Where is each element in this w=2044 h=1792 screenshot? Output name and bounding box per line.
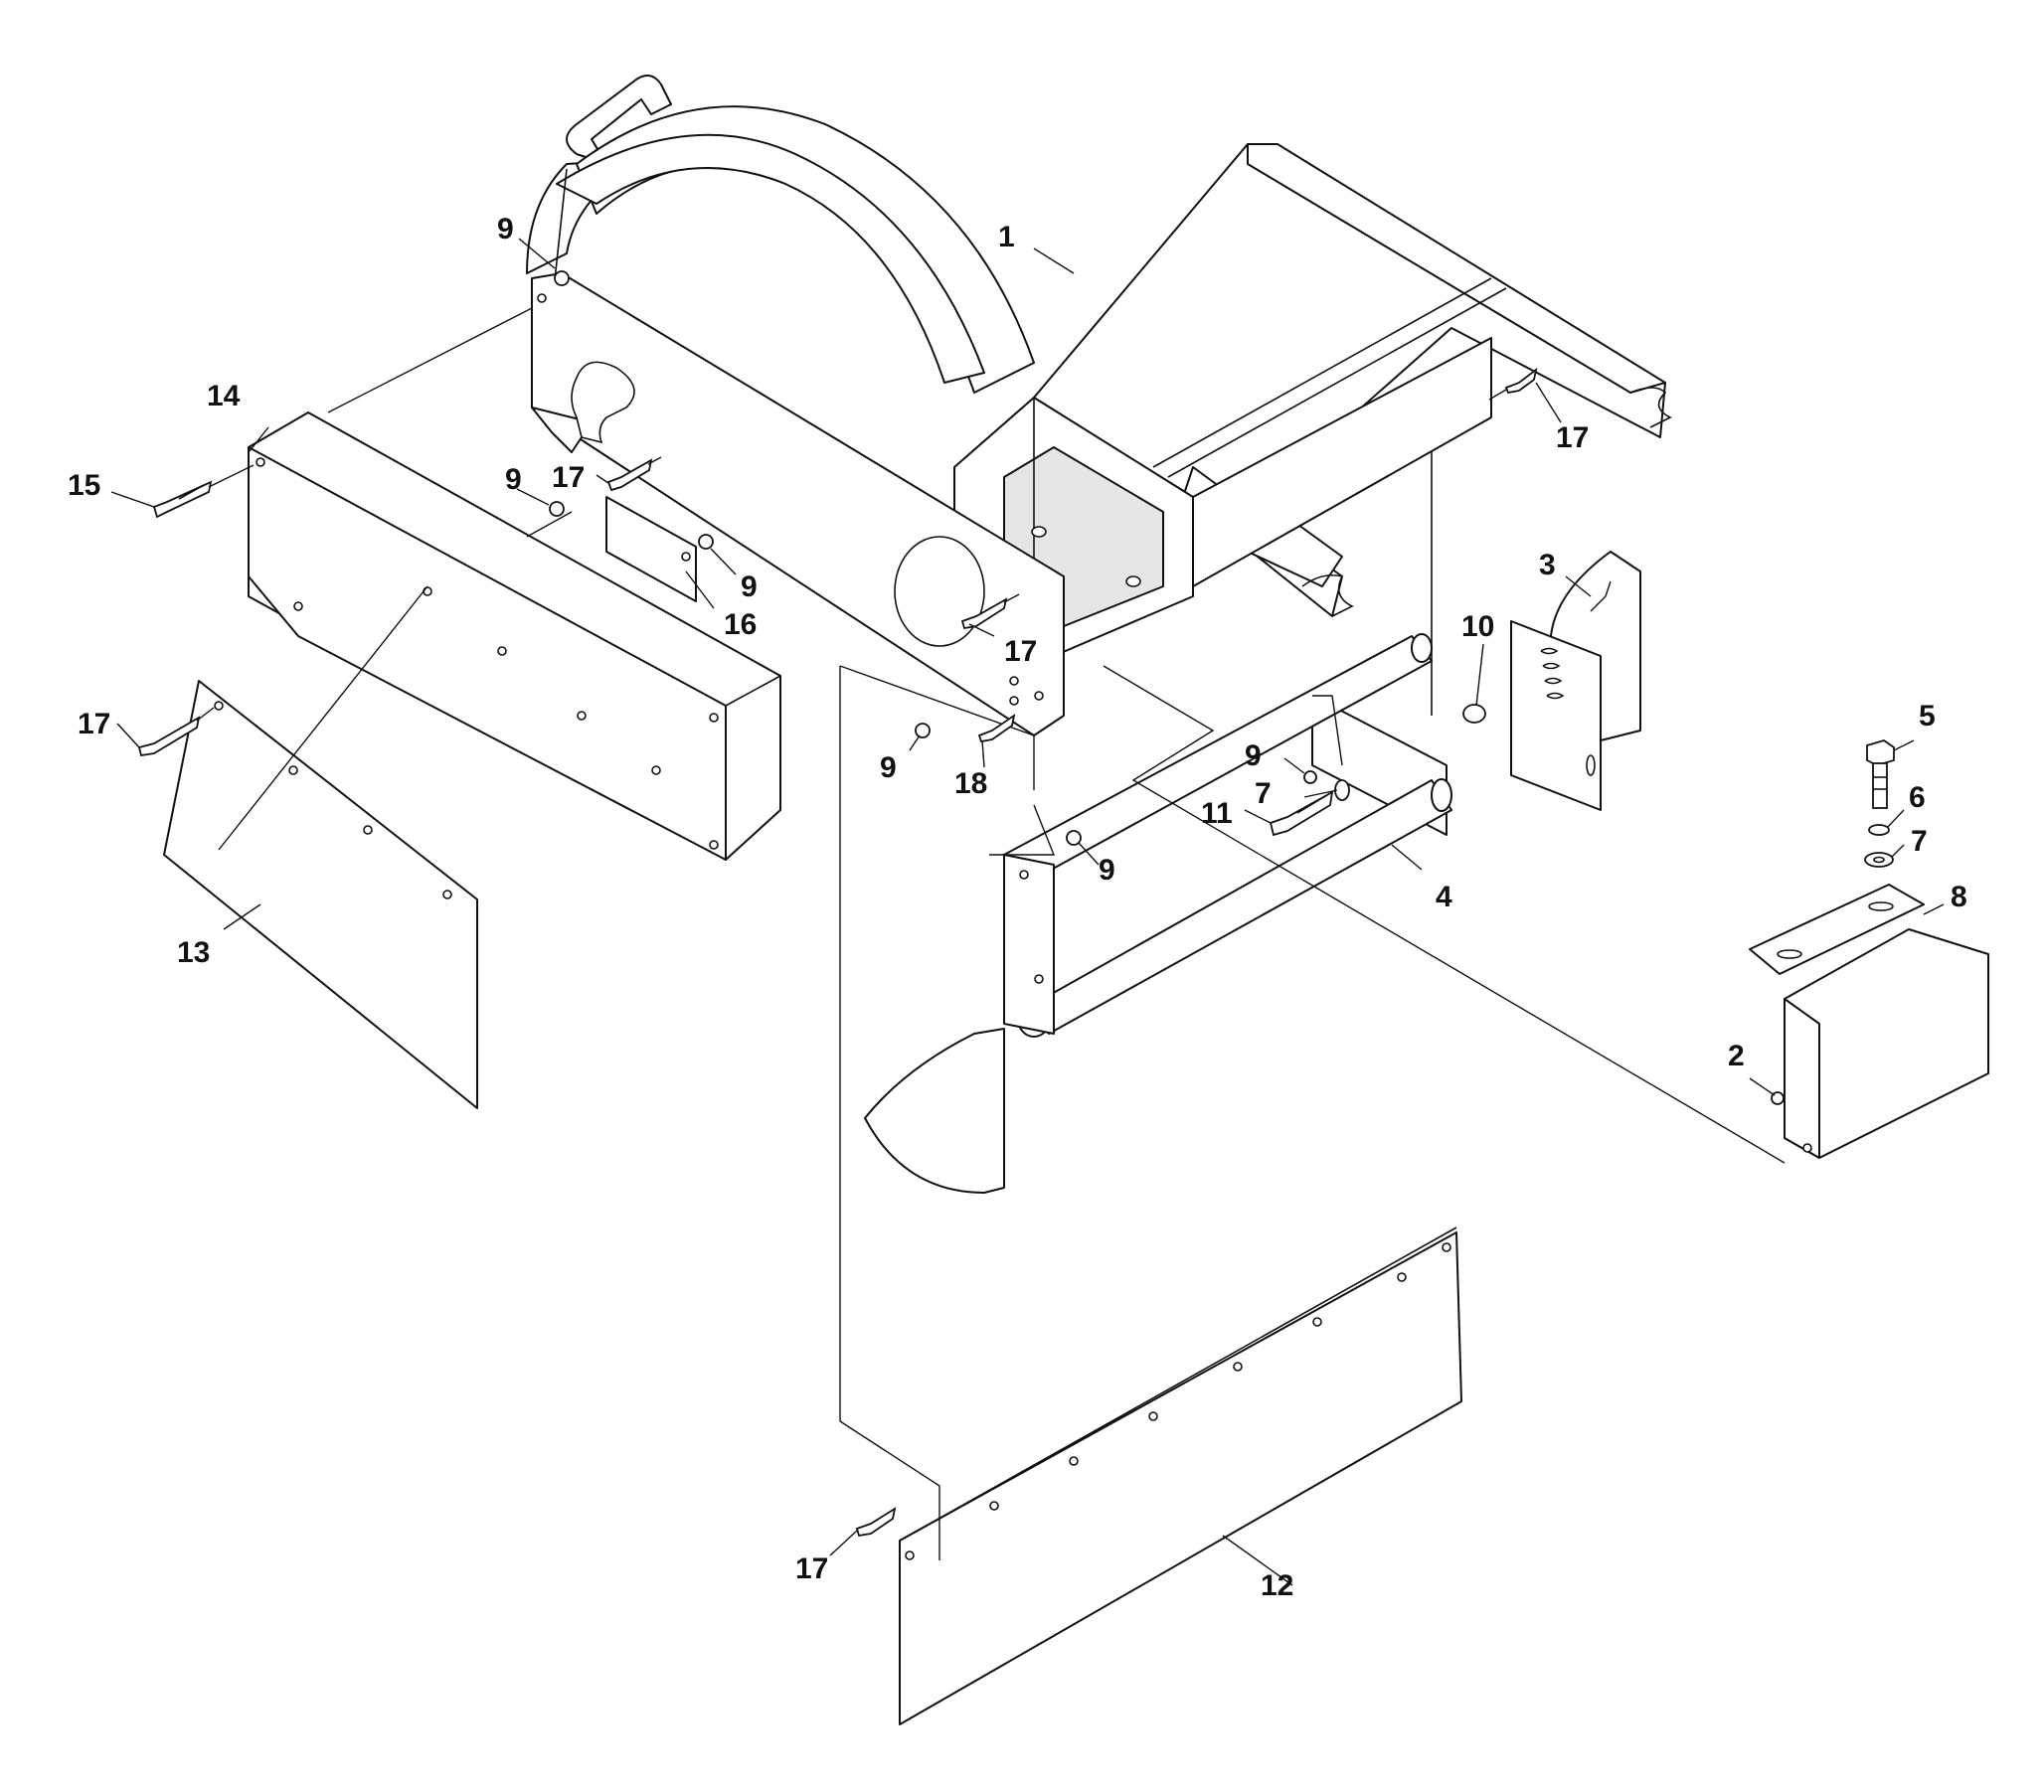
callout-17-bottom: 17: [795, 1552, 828, 1585]
fastener-bolt-17-top: [606, 456, 662, 492]
part-blade-guard: [526, 75, 1035, 394]
fastener-bolt-17-right: [1488, 367, 1538, 401]
callout-leaders: [110, 238, 1945, 1586]
callout-9-guard: 9: [505, 463, 522, 496]
fastener-bolt-5: [1866, 739, 1895, 809]
callout-1: 1: [998, 221, 1015, 253]
callout-4: 4: [1436, 881, 1452, 913]
fastener-bolt-17-bottom: [855, 1507, 897, 1538]
callout-10: 10: [1461, 610, 1494, 643]
fastener-washer-7-right: [1864, 852, 1894, 868]
callout-5: 5: [1919, 700, 1936, 733]
callout-15: 15: [68, 469, 100, 502]
callout-7-right: 7: [1911, 825, 1928, 858]
fastener-bolt-11: [1269, 790, 1334, 837]
callout-17-top: 17: [552, 461, 585, 494]
part-axle-assembly: [864, 551, 1641, 1194]
callout-17-right: 17: [1556, 421, 1589, 454]
callout-14: 14: [207, 380, 241, 412]
callout-8: 8: [1951, 881, 1967, 913]
fastener-bolt-18: [977, 714, 1016, 743]
fastener-bolt-17-left: [137, 707, 215, 757]
callout-3: 3: [1539, 549, 1556, 581]
part-bottom-panel: [899, 1226, 1462, 1725]
part-belt-guard-box: [248, 411, 781, 861]
part-side-panel: [163, 680, 478, 1109]
fastener-washer-6: [1868, 824, 1890, 836]
callout-16: 16: [724, 608, 757, 641]
callout-18: 18: [954, 767, 987, 800]
callout-9-bracket: 9: [741, 570, 758, 603]
callout-12: 12: [1261, 1569, 1293, 1602]
fastener-bolt-17-mid: [960, 593, 1020, 630]
callout-9-washer: 9: [1245, 739, 1262, 772]
callout-7-left: 7: [1255, 777, 1272, 810]
assembly-guide-lines: [218, 307, 1786, 1560]
callout-9-top: 9: [497, 213, 514, 245]
fastener-nuts-9: [549, 270, 1785, 1105]
fastener-washer-7-left: [1334, 779, 1350, 801]
callout-2: 2: [1728, 1040, 1745, 1072]
fastener-bolt-15: [152, 464, 255, 519]
callout-11: 11: [1201, 797, 1233, 830]
callout-9-axle: 9: [1099, 854, 1115, 887]
part-control-box: [1749, 884, 1989, 1159]
fastener-nut-10: [1462, 704, 1486, 724]
callout-13: 13: [177, 936, 210, 969]
callout-9-plate: 9: [880, 751, 897, 784]
callout-6: 6: [1909, 781, 1926, 814]
part-small-bracket: [605, 496, 697, 602]
callout-17-left: 17: [78, 708, 110, 740]
callout-17-mid: 17: [1004, 635, 1037, 668]
callout-labels: 1 2 3 4 5 6 7 7 8 9 9 9 9 9 9 10 11 12 1…: [68, 213, 1967, 1602]
